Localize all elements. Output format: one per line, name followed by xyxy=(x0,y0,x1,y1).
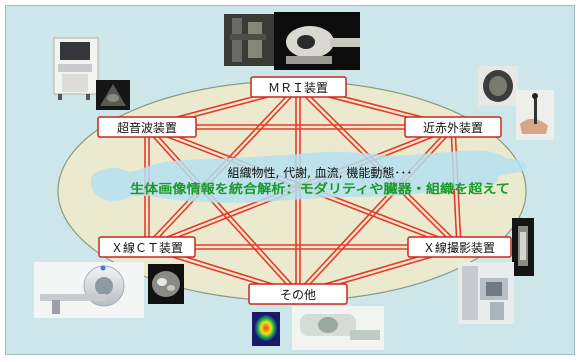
node-xct: Ｘ線ＣＴ装置 xyxy=(98,236,196,258)
node-xct-label: Ｘ線ＣＴ装置 xyxy=(111,240,183,255)
node-ultrasound-label: 超音波装置 xyxy=(117,120,177,135)
modality-nodes: ＭＲＩ装置 超音波装置 近赤外装置 Ｘ線ＣＴ装置 Ｘ線撮影装置 その他 xyxy=(97,76,512,305)
center-subtitle: 組織物性, 代謝, 血流, 機能動態･･･ xyxy=(228,165,413,180)
node-mri: ＭＲＩ装置 xyxy=(250,76,347,98)
node-mri-label: ＭＲＩ装置 xyxy=(268,81,328,95)
center-title: 生体画像情報を統合解析：モダリティや臓器・組織を超えて xyxy=(130,181,510,196)
ultrasound-scan-image xyxy=(96,80,130,110)
functional-map-image xyxy=(252,312,280,346)
xray-film-image xyxy=(512,218,534,276)
mri-scanner-image xyxy=(274,12,360,70)
link-ultrasound-other xyxy=(144,127,298,296)
mri-brain-image xyxy=(224,14,274,66)
ultrasound-machine-image xyxy=(53,37,99,100)
nir-head-image xyxy=(478,66,518,106)
ct-slice-image xyxy=(148,264,184,304)
link-nir-other xyxy=(295,125,453,294)
node-nir-label: 近赤外装置 xyxy=(423,121,483,135)
node-xray-label: Ｘ線撮影装置 xyxy=(423,240,495,255)
ct-scanner-image xyxy=(34,262,144,318)
node-ultrasound: 超音波装置 xyxy=(97,116,197,138)
nir-hand-image xyxy=(516,90,554,140)
node-xray: Ｘ線撮影装置 xyxy=(407,236,512,258)
node-other: その他 xyxy=(248,283,348,305)
node-other-label: その他 xyxy=(280,288,316,302)
human-body-silhouette xyxy=(90,150,527,203)
xray-machine-image xyxy=(458,262,514,324)
link-ultrasound-other xyxy=(147,125,301,294)
other-device-image xyxy=(292,306,384,350)
diagram-frame xyxy=(5,5,575,355)
node-nir: 近赤外装置 xyxy=(404,116,502,138)
